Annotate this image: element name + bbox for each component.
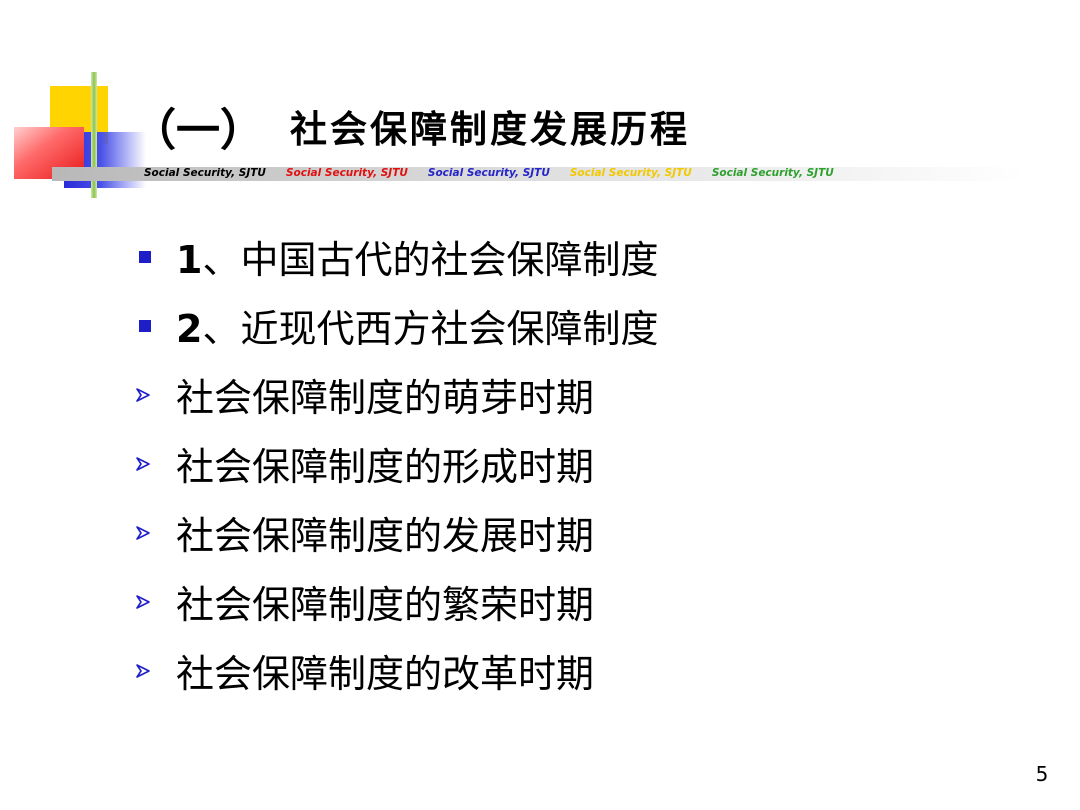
banner-text: Social Security, SJTU [285,167,408,179]
arrow-bullet-icon [132,661,176,681]
decorative-horizontal-bar [52,167,1027,181]
list-item: 社会保障制度的萌芽时期 [132,360,658,429]
list-item-label: 社会保障制度的繁荣时期 [176,583,595,627]
list-item-label: 社会保障制度的改革时期 [176,652,595,696]
list-item-label: 、中国古代的社会保障制度 [202,238,659,282]
arrow-bullet-icon [132,454,176,474]
banner-text: Social Security, SJTU [569,167,692,179]
watermark-banner: Social Security, SJTU Social Security, SJ… [144,165,854,181]
banner-text: Social Security, SJTU [144,167,266,179]
list-item-label: 社会保障制度的形成时期 [176,445,595,489]
slide-title: （一） 社会保障制度发展历程 [132,96,690,156]
square-bullet-icon [132,319,176,332]
list-item-text: 社会保障制度的发展时期 [176,505,594,560]
arrow-bullet-icon [132,592,176,612]
list-item-number: 2 [176,307,203,351]
bullet-list: 1、中国古代的社会保障制度 2、近现代西方社会保障制度社会保障制度的萌芽时期社会保… [132,222,658,705]
list-item: 1、中国古代的社会保障制度 [132,222,658,291]
list-item: 社会保障制度的改革时期 [132,636,658,705]
list-item-text: 社会保障制度的繁荣时期 [176,574,594,629]
list-item-label: 社会保障制度的发展时期 [176,514,595,558]
title-section-number: （一） [132,105,264,156]
list-item-text: 1、中国古代的社会保障制度 [176,229,658,284]
square-bullet-icon [132,250,176,263]
list-item-label: 社会保障制度的萌芽时期 [176,376,595,420]
page-number: 5 [1035,762,1049,786]
list-item: 2、近现代西方社会保障制度 [132,291,658,360]
list-item-text: 社会保障制度的形成时期 [176,436,594,491]
list-item-label: 、近现代西方社会保障制度 [202,307,659,351]
arrow-bullet-icon [132,385,176,405]
title-text: 社会保障制度发展历程 [290,107,690,151]
list-item: 社会保障制度的发展时期 [132,498,658,567]
list-item: 社会保障制度的繁荣时期 [132,567,658,636]
list-item: 社会保障制度的形成时期 [132,429,658,498]
decorative-vertical-bar [91,72,97,198]
list-item-text: 2、近现代西方社会保障制度 [176,298,658,353]
list-item-number: 1 [176,238,203,282]
banner-text: Social Security, SJTU [427,167,550,179]
arrow-bullet-icon [132,523,176,543]
list-item-text: 社会保障制度的萌芽时期 [176,367,594,422]
banner-text: Social Security, SJTU [711,167,834,179]
list-item-text: 社会保障制度的改革时期 [176,643,594,698]
